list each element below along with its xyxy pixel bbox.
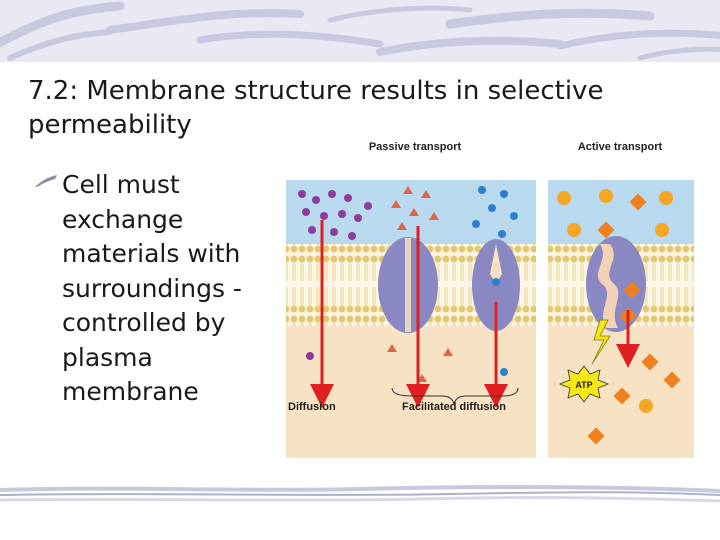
bullet-quill-icon: [35, 175, 57, 187]
facilitated-solutes-blue: [472, 186, 518, 376]
diffusing-solutes: [298, 190, 372, 360]
energy-bolt-icon: [591, 319, 611, 365]
active-transport-heading: Active transport: [578, 141, 663, 153]
facilitated-solutes-red: [387, 186, 453, 382]
passive-transport-heading: Passive transport: [369, 141, 462, 153]
pump-protein: [586, 236, 646, 332]
decorative-footer-band: [0, 484, 720, 503]
active-transport-panel: ATP: [548, 180, 694, 458]
decorative-header-banner: [0, 0, 720, 62]
bullet-text: Cell must exchange materials with surrou…: [62, 170, 242, 406]
slide-title: 7.2: Membrane structure results in selec…: [28, 76, 604, 140]
atp-label: ATP: [575, 380, 592, 390]
active-solutes-diamonds: [587, 193, 681, 445]
facilitated-diffusion-label: Facilitated diffusion: [402, 401, 506, 413]
passive-transport-panel: Diffusion Facilitated diffusion: [286, 180, 536, 458]
membrane-transport-figure: Passive transport Active transport: [282, 134, 698, 460]
active-solutes-spheres: [557, 189, 673, 413]
diffusion-label: Diffusion: [288, 401, 336, 413]
atp-burst: [558, 365, 610, 403]
